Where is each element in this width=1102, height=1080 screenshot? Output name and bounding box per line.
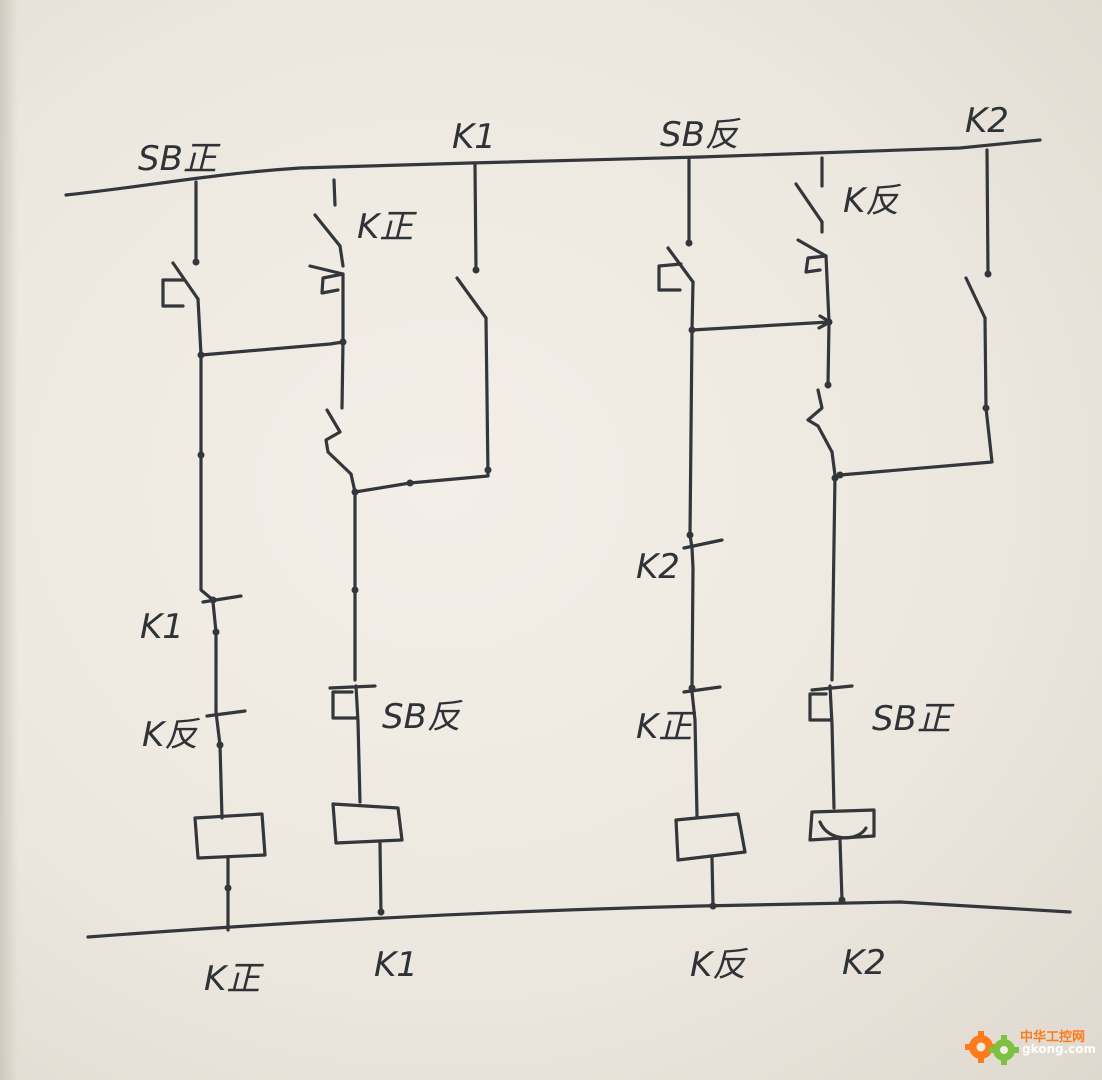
paper-edge-shadow bbox=[0, 0, 18, 1080]
rung2-wire bbox=[378, 841, 383, 916]
k1-branch-wire bbox=[473, 163, 478, 272]
k-fan-coil bbox=[674, 812, 747, 862]
k2-coil-inner bbox=[818, 820, 868, 840]
label-k-zheng-contact: K正 bbox=[357, 207, 417, 247]
k2-seal-in-contact bbox=[964, 276, 987, 320]
link-rung3-rung4 bbox=[690, 320, 831, 332]
k1-branch-wire bbox=[353, 316, 490, 494]
k1-seal-in-contact bbox=[455, 276, 488, 320]
stop-nc-contact-2 bbox=[806, 388, 834, 454]
rung1-wire bbox=[218, 743, 224, 820]
k-fan-contact-foot bbox=[796, 238, 828, 274]
watermark-gears-icon bbox=[965, 1031, 1019, 1065]
rung4-wire bbox=[838, 838, 844, 902]
rung2-wire bbox=[356, 720, 362, 804]
watermark-site-name: 中华工控网 bbox=[1020, 1030, 1086, 1045]
rung3-wire bbox=[690, 566, 695, 690]
rung4-wire bbox=[830, 450, 837, 682]
rung2-wire bbox=[338, 244, 345, 268]
k-fan-nc-contact bbox=[205, 709, 247, 747]
k2-coil bbox=[808, 808, 876, 842]
rung3-wire bbox=[710, 856, 715, 908]
link-rung1-rung2 bbox=[199, 340, 345, 357]
label-k-fan-contact: K反 bbox=[843, 181, 901, 221]
label-k1-nc: K1 bbox=[140, 607, 184, 647]
k2-nc-contact bbox=[682, 538, 724, 570]
rung3-wire bbox=[688, 280, 695, 550]
k2-branch-wire bbox=[985, 148, 990, 276]
label-bottom-k-fan: K反 bbox=[690, 945, 748, 985]
bottom-power-rail bbox=[86, 900, 1072, 939]
label-bottom-k-zheng: K正 bbox=[204, 959, 264, 999]
k-zheng-coil bbox=[193, 812, 267, 860]
sb-zheng-nc-button bbox=[808, 684, 854, 726]
label-k2-nc: K2 bbox=[636, 547, 680, 587]
label-sb-zheng-button: SB正 bbox=[872, 699, 955, 739]
k-zheng-nc-contact bbox=[682, 685, 722, 722]
junction-dots bbox=[192, 239, 992, 916]
rung2-wire bbox=[349, 472, 357, 682]
stop-nc-contact bbox=[324, 408, 353, 476]
label-bottom-k1: K1 bbox=[374, 945, 418, 985]
k1-coil bbox=[331, 802, 404, 845]
k-zheng-no-contact bbox=[313, 213, 342, 248]
rung1-wire bbox=[196, 297, 215, 604]
watermark-domain: gkong.com bbox=[1022, 1042, 1097, 1056]
sb-fan-nc-button bbox=[328, 684, 377, 724]
k2-branch-wire bbox=[833, 316, 994, 480]
k-zheng-contact-foot bbox=[308, 264, 345, 295]
top-power-rail bbox=[64, 138, 1042, 197]
label-bottom-k2: K2 bbox=[842, 943, 886, 983]
rung4-wire bbox=[830, 722, 836, 810]
k-fan-no-contact bbox=[794, 182, 824, 224]
k1-nc-contact bbox=[201, 594, 243, 634]
label-k-zheng-nc: K正 bbox=[636, 707, 696, 747]
rung3-wire bbox=[693, 718, 699, 818]
label-top-k1: K1 bbox=[452, 117, 496, 157]
label-top-k2: K2 bbox=[965, 101, 1009, 141]
label-k-fan-nc: K反 bbox=[142, 715, 200, 755]
sb-fan-no-contact bbox=[657, 246, 695, 292]
sb-zheng-no-contact bbox=[161, 261, 200, 308]
rung2-wire bbox=[332, 178, 337, 207]
label-top-sb-fan: SB反 bbox=[660, 115, 741, 155]
label-sb-fan-button: SB反 bbox=[382, 697, 463, 737]
label-top-sb-zheng: SB正 bbox=[138, 139, 221, 179]
